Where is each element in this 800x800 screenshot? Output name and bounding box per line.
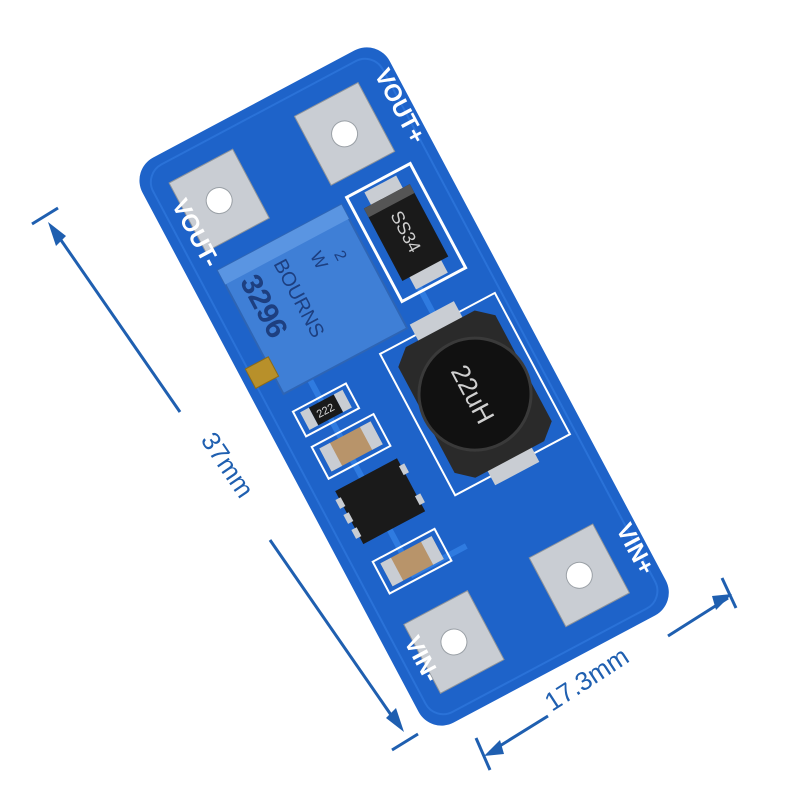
inductor-22uh: 22uH: [378, 291, 572, 497]
capacitor-top: [310, 412, 392, 481]
pcb-board: VOUT- VOUT+ VIN- VIN+ SS34 3296 BOURNS W…: [139, 47, 669, 726]
length-label: 37mm: [195, 427, 260, 504]
vout-minus-pad[interactable]: [168, 148, 270, 253]
capacitor-bottom: [371, 527, 453, 595]
ic-chip: [335, 458, 426, 545]
trimmer-potentiometer[interactable]: 3296 BOURNS W 2: [198, 203, 409, 405]
vout-plus-pad[interactable]: [293, 81, 396, 186]
resistor-222: 222: [291, 382, 361, 438]
vin-minus-pad[interactable]: [403, 589, 505, 695]
diode-ss34: SS34: [344, 161, 468, 304]
vin-plus-pad[interactable]: [528, 523, 631, 628]
